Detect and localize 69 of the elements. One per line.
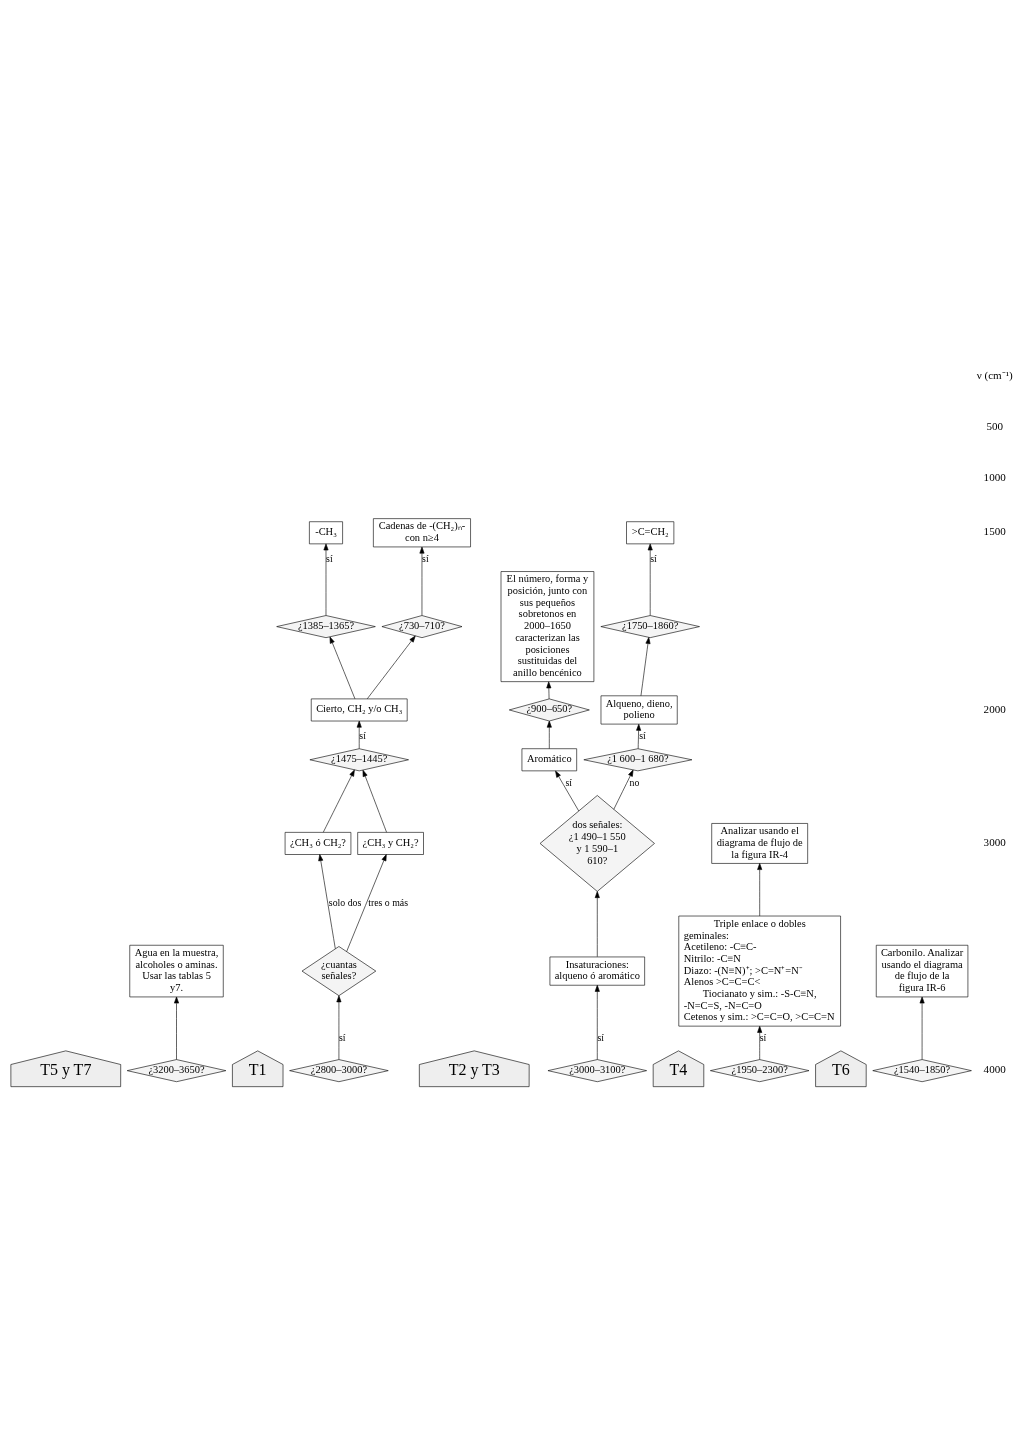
node-box: Aromático bbox=[521, 748, 577, 772]
arrow bbox=[356, 720, 362, 749]
arrow bbox=[346, 854, 387, 952]
arrow bbox=[329, 636, 356, 700]
arrow bbox=[336, 995, 342, 1060]
node-diamond: ¿1475–1445? bbox=[309, 748, 409, 772]
node-diamond: ¿1750–1860? bbox=[600, 615, 700, 638]
arrow bbox=[419, 546, 425, 616]
arrow bbox=[647, 543, 653, 616]
edge-label: sí bbox=[326, 552, 333, 564]
node-diamond: dos señales: ¿1 490–1 550 y 1 590–1 610? bbox=[539, 795, 655, 892]
node-box: Insaturaciones: alqueno ó aromático bbox=[549, 956, 645, 986]
node-diamond: ¿3000–3100? bbox=[547, 1059, 647, 1083]
node-box: ¿CH₃ y CH₂? bbox=[357, 832, 424, 855]
node-box: Cadenas de -(CH₂)ₙ- con n≥4 bbox=[373, 518, 471, 548]
arrow bbox=[323, 769, 355, 833]
arrow bbox=[367, 635, 416, 700]
arrow bbox=[323, 543, 329, 616]
edge-label: sí bbox=[359, 729, 366, 741]
node-diamond: ¿1 600–1 680? bbox=[583, 748, 693, 772]
arrow bbox=[546, 720, 552, 749]
node-diamond: ¿3200–3650? bbox=[126, 1059, 227, 1083]
node-box: ¿CH₃ ó CH₂? bbox=[284, 832, 352, 855]
node-diamond: ¿1950–2300? bbox=[710, 1059, 810, 1083]
label: 4000 bbox=[983, 1063, 1006, 1076]
node-box: Agua en la muestra, alcoholes o aminas. Usar las tablas 5 y7. bbox=[129, 944, 224, 998]
edge-label: sí bbox=[650, 552, 657, 564]
arrow bbox=[594, 891, 600, 957]
node-diamond: ¿1540–1850? bbox=[872, 1059, 972, 1083]
label: ν (cm⁻¹) bbox=[976, 369, 1013, 382]
arrow bbox=[640, 637, 651, 697]
arrow bbox=[318, 854, 336, 950]
arrow bbox=[757, 863, 763, 917]
arrow bbox=[546, 681, 552, 700]
arrow bbox=[757, 1026, 763, 1060]
edge-label: solo dos bbox=[328, 897, 362, 909]
arrow bbox=[362, 769, 387, 833]
arrow bbox=[919, 996, 925, 1060]
node-box: >C=CH₂ bbox=[626, 521, 675, 545]
node-box: Carbonilo. Analizar usando el diagrama de flujo de la figura IR-6 bbox=[875, 944, 969, 998]
arrow bbox=[613, 769, 634, 810]
node-box: -CH₃ bbox=[309, 521, 343, 545]
node-box: Triple enlace o dobles geminales: Acetileno: -C≡C- Nitrilo: -C≡N Diazo: -(N≡N)⁺; >C=N⁺=N⁻ Alenos >C=C=C< Tiocianato y sim.: -S-C≡N, -N=C=S, -N=C=O Cetenos y sim.: >C=C=O, >C=C=N bbox=[678, 915, 841, 1027]
arrow bbox=[594, 984, 600, 1060]
label: 1000 bbox=[983, 471, 1006, 484]
label: 1500 bbox=[983, 525, 1006, 538]
node-diamond: ¿730–710? bbox=[381, 615, 463, 638]
node-diamond: ¿2800–3000? bbox=[289, 1059, 389, 1083]
label: 3000 bbox=[983, 836, 1006, 849]
arrow bbox=[636, 723, 642, 749]
node-diamond: ¿1385–1365? bbox=[276, 615, 376, 638]
node-box: Alqueno, dieno, polieno bbox=[600, 695, 678, 725]
node-box: Analizar usando el diagrama de flujo de la figura IR-4 bbox=[711, 823, 808, 864]
label: 2000 bbox=[983, 702, 1006, 715]
edge-label: sí bbox=[597, 1031, 604, 1043]
edge-label: sí bbox=[759, 1031, 767, 1043]
edge-label: sí bbox=[422, 552, 429, 564]
node-diamond: ¿cuantas señales? bbox=[301, 946, 377, 996]
label: 500 bbox=[986, 420, 1003, 433]
arrow bbox=[174, 996, 179, 1060]
edge-label: no bbox=[629, 776, 640, 788]
node-box: El número, forma y posición, junto con sus pequeños sobretonos en 2000–1650 caracterizan las posiciones sustituidas del anillo bencénico bbox=[500, 571, 595, 682]
node-diamond: ¿900–650? bbox=[508, 698, 590, 722]
edge-label: tres o más bbox=[368, 897, 409, 909]
edge-label: sí bbox=[639, 729, 646, 741]
arrow bbox=[555, 770, 580, 812]
edge-label: sí bbox=[565, 776, 572, 788]
node-box: Cierto, CH₂ y/o CH₃ bbox=[310, 698, 408, 722]
edge-label: sí bbox=[339, 1031, 346, 1043]
